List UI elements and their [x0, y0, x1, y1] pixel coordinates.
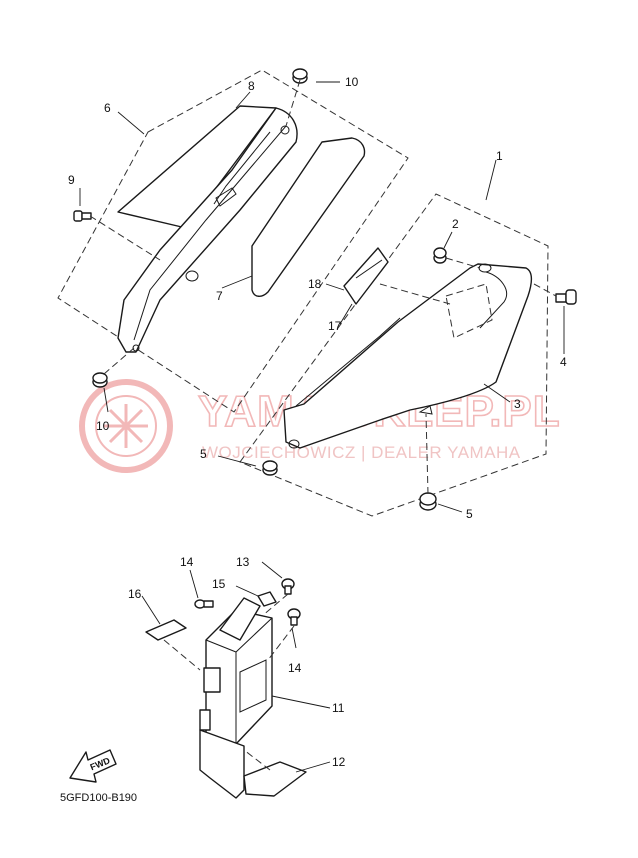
callout-5-left: 5	[200, 447, 207, 461]
callout-6: 6	[104, 101, 111, 115]
screw-14-right	[287, 608, 301, 626]
side-cover-right-3	[283, 263, 533, 449]
callout-9: 9	[68, 173, 75, 187]
callout-4: 4	[560, 355, 567, 369]
grommet-5-left	[262, 460, 278, 476]
callout-10-bottom: 10	[96, 419, 110, 433]
assembly-line-9	[89, 215, 161, 261]
callout-10-top: 10	[345, 75, 359, 89]
clip-15	[257, 591, 277, 607]
assembly-line-10	[285, 79, 301, 127]
group-box-left	[57, 69, 409, 413]
decal-17-18	[343, 247, 389, 305]
decal-plate-7	[251, 137, 366, 297]
callout-2: 2	[452, 217, 459, 231]
callout-12: 12	[332, 755, 346, 769]
fwd-arrow-icon: FWD	[69, 749, 117, 783]
callout-7: 7	[216, 289, 223, 303]
bracket-lower-11	[199, 729, 245, 799]
bolt-4	[555, 289, 577, 305]
callout-5-right: 5	[466, 507, 473, 521]
callout-16: 16	[128, 587, 142, 601]
callout-14-right: 14	[288, 661, 302, 675]
grommet-5-right	[419, 492, 437, 511]
side-cover-left-6	[117, 107, 298, 353]
diagram-code: 5GFD100-B190	[60, 792, 137, 804]
pad-16	[145, 619, 187, 641]
assembly-line-5	[425, 413, 429, 495]
bracket-11	[199, 597, 273, 745]
callout-13: 13	[236, 555, 250, 569]
watermark-logo-icon	[79, 379, 173, 473]
callout-11: 11	[332, 701, 345, 715]
grommet-10-top	[292, 68, 308, 84]
assembly-line-10b	[103, 347, 135, 375]
assembly-line-13	[261, 593, 289, 617]
callout-15: 15	[212, 577, 226, 591]
watermark-subtitle: WOJCIECHOWICZ | DEALER YAMAHA	[202, 443, 521, 462]
callout-14-left: 14	[180, 555, 194, 569]
screw-14-left	[194, 599, 214, 609]
assembly-line-14	[267, 625, 295, 661]
callout-17: 17	[328, 319, 342, 333]
group-box-right	[239, 193, 549, 517]
callout-18: 18	[308, 277, 322, 291]
assembly-line-16	[163, 639, 201, 671]
callout-1: 1	[496, 149, 503, 163]
grommet-2	[433, 247, 447, 264]
pad-12	[243, 761, 307, 797]
assembly-line-17	[379, 283, 451, 305]
screw-9	[73, 210, 92, 222]
assembly-line-2	[445, 257, 481, 269]
leader-lines	[79, 81, 565, 773]
grommet-10-bottom	[92, 372, 108, 388]
assembly-line-12	[243, 749, 271, 771]
callout-8: 8	[248, 79, 255, 93]
callout-3: 3	[514, 397, 521, 411]
bolt-13	[281, 578, 295, 595]
assembly-line-4	[533, 283, 557, 297]
callout-numbers: 10 8 6 9 7 10 1 2 4 3 5 5 18 17 14 15 13…	[68, 75, 567, 769]
